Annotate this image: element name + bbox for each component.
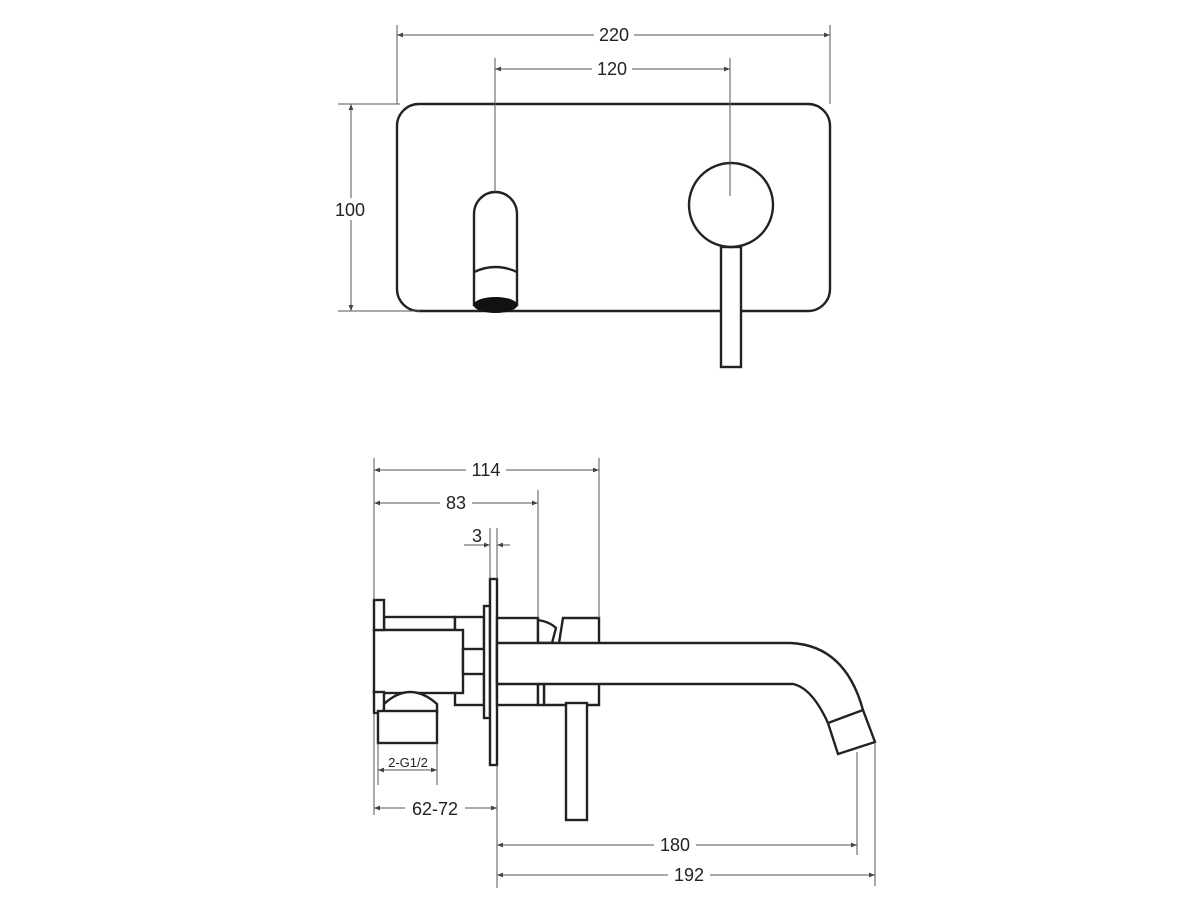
spout-side xyxy=(495,616,877,822)
dim-thread: 2-G1/2 xyxy=(377,743,438,785)
dim-83: 83 xyxy=(374,490,539,618)
valve-body xyxy=(372,598,492,745)
dim-label: 3 xyxy=(472,526,482,546)
dim-120: 120 xyxy=(494,58,731,196)
dim-label: 180 xyxy=(660,835,690,855)
dim-192: 192 xyxy=(497,742,876,886)
dim-220: 220 xyxy=(396,24,831,104)
side-view: 114 83 3 2-G1/2 62-72 xyxy=(372,458,877,888)
dim-180: 180 xyxy=(497,752,858,856)
front-view: 220 120 100 xyxy=(330,24,832,369)
dim-label: 192 xyxy=(674,865,704,885)
dim-label: 114 xyxy=(472,460,501,480)
dim-100: 100 xyxy=(330,103,420,312)
dim-label: 120 xyxy=(597,59,627,79)
dim-label: 100 xyxy=(335,200,365,220)
spout-front xyxy=(472,190,519,313)
dim-3: 3 xyxy=(464,526,510,579)
dim-114: 114 xyxy=(373,458,600,618)
dim-label: 83 xyxy=(446,493,466,513)
handle-front xyxy=(687,161,775,369)
dim-label: 2-G1/2 xyxy=(388,755,428,770)
dim-62-72: 62-72 xyxy=(373,713,497,819)
dim-label: 220 xyxy=(599,25,629,45)
dim-label: 62-72 xyxy=(412,799,458,819)
